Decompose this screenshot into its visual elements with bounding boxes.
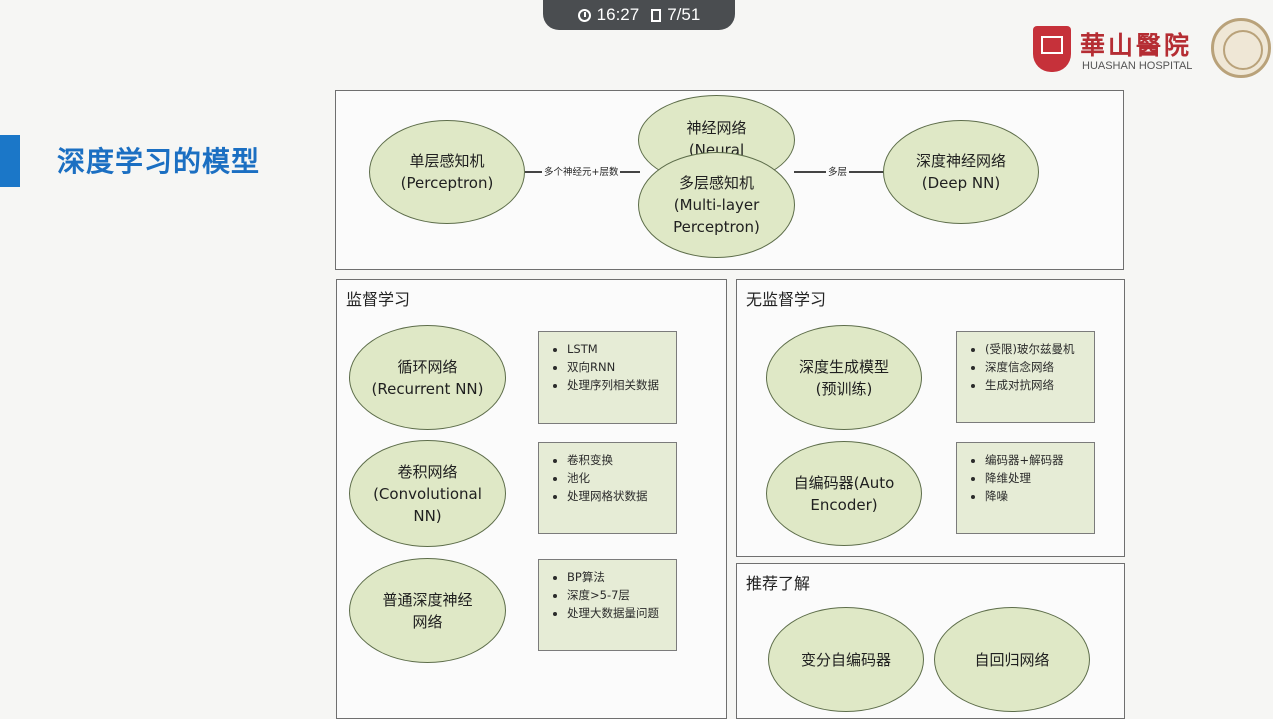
list-item: 处理网格状数据 [567,487,668,505]
node-deep-nn: 深度神经网络(Deep NN) [883,120,1039,224]
connector-label-multi-layer: 多层 [826,164,850,178]
supervised-title: 监督学习 [346,290,411,309]
cnn-features-box: 卷积变换 池化 处理网格状数据 [538,442,677,534]
autoencoder-features-box: 编码器+解码器 降维处理 降噪 [956,442,1095,534]
list-item: 深度信念网络 [985,358,1086,376]
rnn-features-box: LSTM 双向RNN 处理序列相关数据 [538,331,677,424]
list-item: 生成对抗网络 [985,376,1086,394]
presentation-status-bar: 16:27 7/51 [543,0,735,30]
recommended-title: 推荐了解 [746,574,811,593]
node-autoregressive-network: 自回归网络 [934,607,1090,712]
list-item: 卷积变换 [567,451,668,469]
current-time: 16:27 [596,5,640,24]
dnn-features-box: BP算法 深度>5-7层 处理大数据量问题 [538,559,677,651]
list-item: 处理大数据量问题 [567,604,668,622]
list-item: BP算法 [567,568,668,586]
list-item: (受限)玻尔兹曼机 [985,340,1086,358]
university-seal-icon [1211,18,1271,78]
unsupervised-title: 无监督学习 [746,290,827,309]
page-counter: 7/51 [667,5,701,24]
list-item: 编码器+解码器 [985,451,1086,469]
page-icon [651,8,662,22]
slide-title: 深度学习的模型 [57,145,261,178]
list-item: LSTM [567,340,668,358]
node-plain-deep-nn: 普通深度神经网络 [349,558,506,663]
title-accent-bar [0,135,20,187]
hospital-shield-logo-icon [1033,26,1071,72]
clock-icon [577,8,591,22]
hospital-name-cn: 華山醫院 [1080,31,1193,60]
node-single-perceptron: 单层感知机(Perceptron) [369,120,525,224]
node-deep-generative-model: 深度生成模型(预训练) [766,325,922,430]
list-item: 池化 [567,469,668,487]
node-variational-autoencoder: 变分自编码器 [768,607,924,712]
generative-features-box: (受限)玻尔兹曼机 深度信念网络 生成对抗网络 [956,331,1095,423]
node-recurrent-nn: 循环网络(Recurrent NN) [349,325,506,430]
list-item: 降噪 [985,487,1086,505]
list-item: 双向RNN [567,358,668,376]
list-item: 深度>5-7层 [567,586,668,604]
list-item: 处理序列相关数据 [567,376,668,394]
list-item: 降维处理 [985,469,1086,487]
connector-label-neurons-layers: 多个神经元+层数 [542,164,621,178]
hospital-name-en: HUASHAN HOSPITAL [1082,60,1193,72]
